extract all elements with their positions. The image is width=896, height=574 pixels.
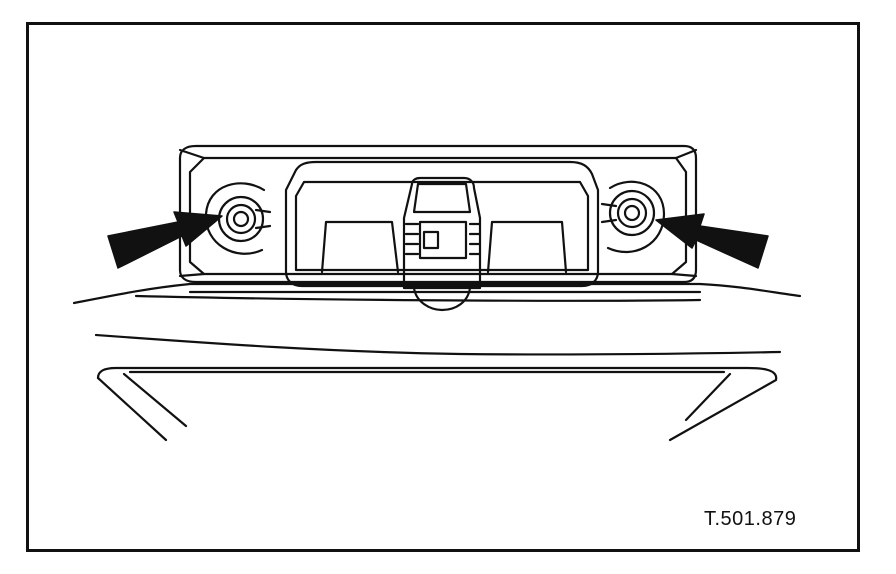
arrow-right-icon	[107, 211, 223, 269]
latch-hatching	[404, 222, 482, 256]
figure-code: T.501.879	[704, 508, 797, 530]
left-screw-slot	[254, 208, 272, 230]
lamp-housing-corner-bl	[178, 272, 206, 278]
right-screw-slot	[600, 202, 618, 224]
lower-recess-left-flank	[96, 376, 168, 442]
right-screw-head	[623, 204, 641, 222]
latch-clip	[422, 230, 440, 250]
lens-raised-inner	[294, 180, 590, 272]
right-screw-boss-mid	[616, 197, 648, 229]
left-screw-boss-outer	[217, 195, 265, 243]
lower-recess-inner	[122, 372, 732, 428]
latch-outer	[402, 176, 482, 290]
left-screw-head	[232, 210, 250, 228]
lamp-housing-corner-tr	[674, 148, 698, 160]
lamp-housing-inner	[188, 156, 688, 276]
arrow-left-icon	[655, 213, 769, 269]
body-lower-edge	[94, 333, 782, 356]
left-screw-boss-mid	[225, 203, 257, 235]
latch-tab-top	[412, 182, 472, 214]
lens-right-pane	[486, 220, 568, 274]
lamp-housing-corner-br	[670, 272, 698, 278]
lamp-housing-corner-tl	[178, 148, 206, 160]
bumper-step-line	[134, 294, 702, 302]
lens-left-pane	[320, 220, 400, 274]
latch-window	[418, 220, 468, 260]
right-screw-boss-outer	[608, 189, 656, 237]
body-top-edge	[72, 282, 802, 305]
latch-lower-tab	[412, 286, 472, 312]
lower-recess-outer	[96, 366, 778, 442]
lens-raised-outer	[284, 160, 600, 288]
right-screw-recess	[606, 180, 666, 254]
